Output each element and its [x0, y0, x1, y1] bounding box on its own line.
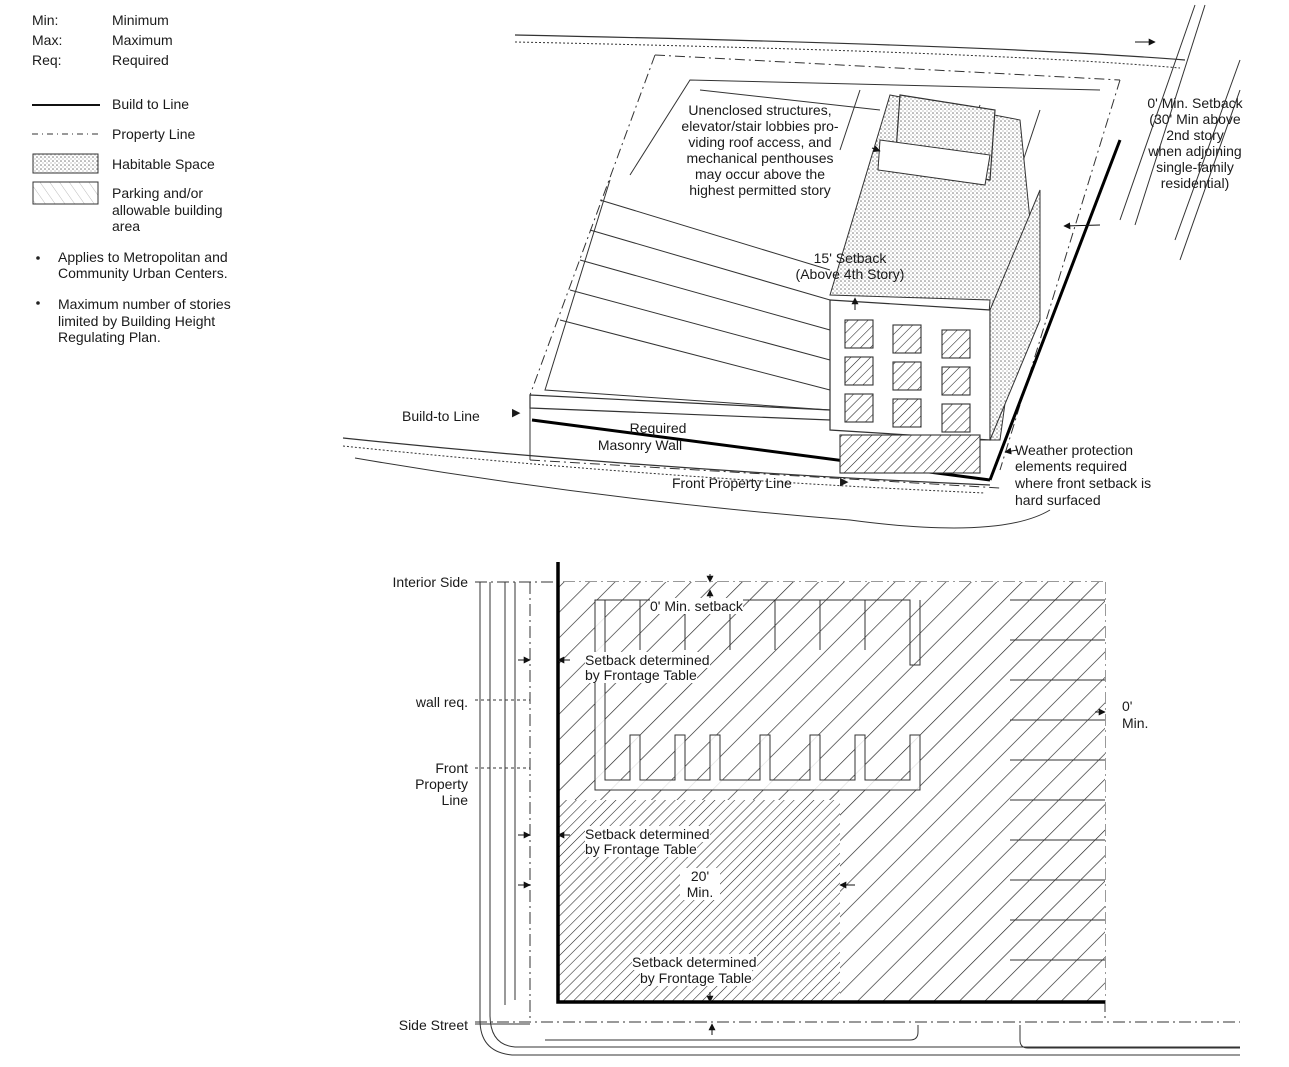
wall-req-label: wall req.	[415, 694, 468, 710]
setback-frontage-3-line-2: by Frontage Table	[640, 970, 752, 986]
setback-frontage-3-line-1: Setback determined	[632, 954, 757, 970]
unenclosed-structures-note: Unenclosed structures, elevator/stair lo…	[640, 102, 880, 198]
note-2-line-2: limited by Building Height	[58, 313, 216, 329]
build-to-line-arrow-icon: ▶	[512, 407, 521, 419]
side-street-label: Side Street	[398, 1017, 468, 1033]
legend-build-to-line: Build to Line	[112, 96, 190, 112]
rear-setback-note: 0' Min. Setback (30' Min above 2nd story…	[1110, 95, 1280, 191]
rear-setback-line: residential)	[1160, 175, 1230, 191]
interior-side-label: Interior Side	[392, 574, 468, 590]
upper-setback-line-2: (Above 4th Story)	[795, 266, 905, 282]
legend-property-line: Property Line	[112, 126, 196, 142]
masonry-wall-line-2: Masonry Wall	[597, 437, 683, 453]
note-1-line-1: Applies to Metropolitan and	[58, 249, 228, 265]
site-plan-diagram	[475, 562, 1240, 1056]
setback-frontage-2-line-2: by Frontage Table	[585, 841, 697, 857]
unenclosed-line: Unenclosed structures,	[688, 102, 832, 118]
axonometric-diagram	[342, 4, 1241, 529]
weather-line-1: Weather protection	[1015, 442, 1134, 458]
setback-frontage-2-line-1: Setback determined	[585, 826, 710, 842]
note-1-line-2: Community Urban Centers.	[58, 265, 228, 281]
front-property-line-arrow-icon: ▶	[840, 476, 849, 488]
abbr-min: Min:	[32, 12, 59, 28]
abbr-req: Req:	[32, 52, 62, 68]
rear-setback-line: 0' Min. Setback	[1147, 95, 1243, 111]
unenclosed-line: mechanical penthouses	[686, 150, 834, 166]
front-property-line-2: Property	[415, 776, 468, 792]
front-property-line-3: Line	[441, 792, 468, 808]
abbr-max-meaning: Maximum	[112, 32, 173, 48]
min-setback-top-label: 0' Min. setback	[650, 598, 743, 614]
abbr-req-meaning: Required	[112, 52, 169, 68]
upper-setback-line-1: 15' Setback	[813, 250, 887, 266]
legend-habitable-space: Habitable Space	[112, 156, 215, 172]
note-2-line-1: Maximum number of stories	[58, 296, 231, 312]
unenclosed-line: viding roof access, and	[688, 134, 832, 150]
rear-setback-line: single-family	[1156, 159, 1234, 175]
legend-parking-line-2: allowable building	[112, 202, 223, 218]
rear-setback-line: when adjoining	[1148, 143, 1242, 159]
min-right-line-1: 0'	[1122, 698, 1133, 714]
abbr-min-meaning: Minimum	[112, 12, 169, 28]
setback-frontage-1-line-2: by Frontage Table	[585, 667, 697, 683]
front-property-line-1: Front	[435, 760, 468, 776]
twenty-min-line-1: 20'	[680, 868, 720, 884]
unenclosed-line: highest permitted story	[689, 182, 831, 198]
masonry-wall-line-1: Required	[629, 420, 687, 436]
legend-swatches	[32, 104, 100, 305]
unenclosed-line: elevator/stair lobbies pro-	[681, 118, 839, 134]
note-2-line-3: Regulating Plan.	[58, 329, 161, 345]
unenclosed-line: may occur above the	[695, 166, 825, 182]
rear-setback-line: (30' Min above	[1149, 111, 1241, 127]
rear-setback-line: 2nd story	[1166, 127, 1224, 143]
weather-line-3: where front setback is	[1015, 475, 1152, 491]
min-right-line-2: Min.	[1122, 715, 1149, 731]
front-property-line-label: Front Property Line	[672, 475, 792, 491]
weather-line-2: elements required	[1015, 458, 1128, 474]
build-to-line-label: Build-to Line	[402, 408, 480, 424]
legend-parking-line-3: area	[112, 218, 141, 234]
abbr-max: Max:	[32, 32, 63, 48]
legend-parking-line-1: Parking and/or	[112, 185, 204, 201]
weather-line-4: hard surfaced	[1015, 492, 1101, 508]
twenty-min-line-2: Min.	[680, 884, 720, 900]
setback-frontage-1-line-1: Setback determined	[585, 652, 710, 668]
